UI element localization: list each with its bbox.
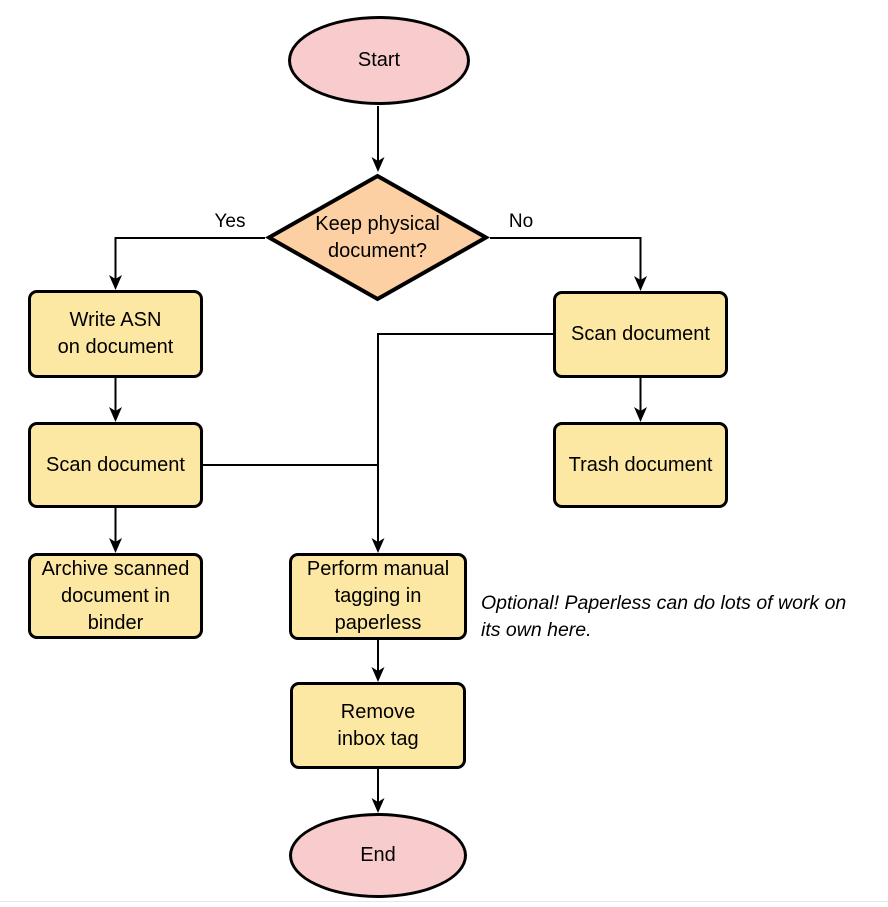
edge-scan-document-right-to-tagging [371, 333, 553, 553]
node-trash-document-label: Trash document [568, 453, 713, 476]
node-write-asn-on-document: Write ASN on document [28, 290, 203, 378]
node-end-label: End [360, 844, 396, 866]
node-archive-scanned-document: Archive scanned document in binder [28, 553, 203, 639]
annotation-optional-note: Optional! Paperless can do lots of work … [481, 592, 847, 641]
page-divider-line [0, 901, 888, 902]
node-start: Start [288, 16, 470, 105]
node-remove-inbox-tag: Remove inbox tag [290, 682, 466, 769]
edge-decision-no-to-scan-document-right [490, 237, 647, 291]
node-scan-document-left-label: Scan document [46, 453, 185, 476]
edge-tagging-to-remove-inbox-tag [371, 640, 385, 682]
node-trash-document: Trash document [553, 422, 728, 508]
node-scan-document-left: Scan document [28, 422, 203, 508]
edge-label-no: No [506, 211, 536, 233]
edge-label-yes: Yes [212, 211, 248, 233]
node-write-asn-label: Write ASN on document [57, 309, 174, 358]
node-remove-inbox-tag-label: Remove inbox tag [337, 700, 419, 750]
node-perform-manual-tagging: Perform manual tagging in paperless [289, 553, 467, 640]
node-start-label: Start [357, 49, 401, 71]
edge-scan-document-left-to-archive [109, 508, 122, 553]
node-scan-document-right: Scan document [553, 291, 728, 378]
node-archive-label: Archive scanned document in binder [41, 557, 190, 634]
edge-write-asn-to-scan-document-left [109, 378, 122, 422]
node-decision-label: Keep physical document? [315, 212, 440, 262]
node-decision-keep-physical-document: Keep physical document? [265, 172, 490, 303]
diamond-shape [265, 173, 490, 302]
node-tagging-label: Perform manual tagging in paperless [306, 558, 450, 634]
node-end: End [289, 813, 467, 898]
edge-scan-document-right-to-trash [634, 378, 647, 422]
node-scan-document-right-label: Scan document [571, 323, 710, 345]
edge-decision-yes-to-write-asn [109, 237, 265, 290]
edge-remove-inbox-tag-to-end [371, 769, 385, 813]
edge-start-to-decision [371, 106, 385, 172]
